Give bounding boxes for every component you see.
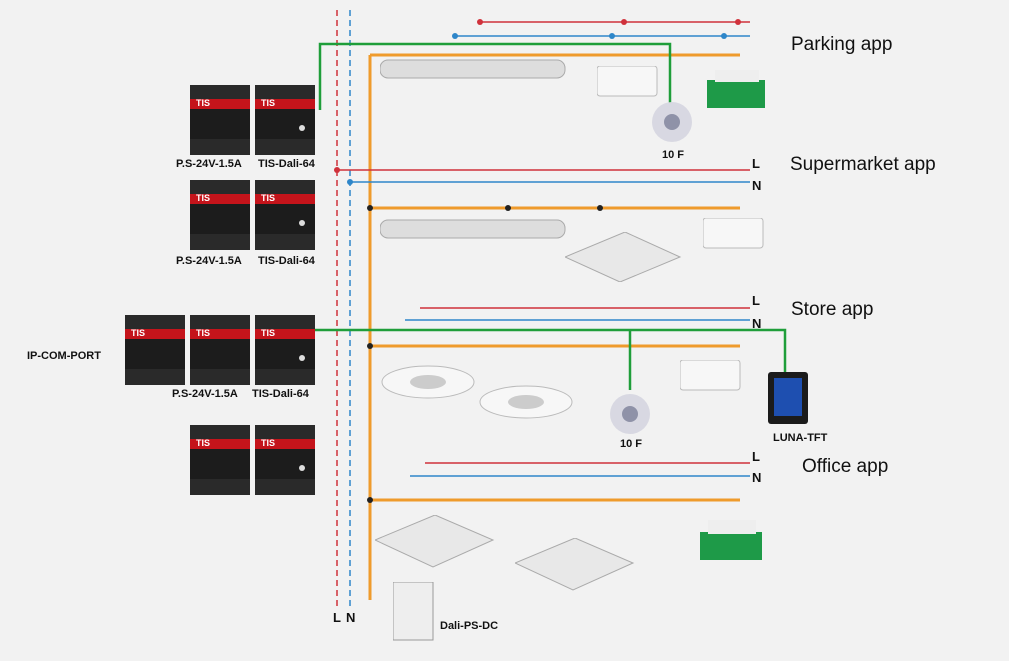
label-sensor-2: 10 F (620, 438, 643, 450)
exit-sign-1 (707, 70, 765, 108)
ps-module-4: TIS (190, 425, 250, 495)
sensor-2 (610, 394, 650, 434)
emergency-box-2 (703, 218, 764, 249)
neutral-label-super: N (752, 178, 762, 193)
emergency-box-3 (680, 360, 741, 391)
dali-ps-box (393, 582, 434, 641)
ps-module-2: TIS (190, 180, 250, 250)
louver-1 (565, 232, 682, 282)
downlight-2 (479, 385, 573, 419)
app-label-office: Office app (802, 456, 889, 477)
exit-sign-2 (700, 520, 762, 560)
label-ps-2: P.S-24V-1.5A (176, 255, 242, 267)
neutral-label-store: N (752, 316, 762, 331)
live-label-super: L (752, 156, 760, 171)
label-ps-3: P.S-24V-1.5A (172, 388, 238, 400)
dali-module-2: TIS (255, 180, 315, 250)
label-dali-ps: Dali-PS-DC (440, 620, 499, 632)
emergency-box-1 (597, 66, 658, 97)
label-ps-1: P.S-24V-1.5A (176, 158, 242, 170)
label-dali-1: TIS-Dali-64 (258, 158, 315, 170)
louver-3 (515, 538, 635, 591)
downlight-1 (381, 365, 475, 399)
sensor-1 (652, 102, 692, 142)
dali-module-4: TIS (255, 425, 315, 495)
dali-module-1: TIS (255, 85, 315, 155)
app-label-store: Store app (791, 299, 874, 320)
app-label-parking: Parking app (791, 34, 893, 55)
label-luna: LUNA-TFT (773, 432, 828, 444)
ps-module-3: TIS (190, 315, 250, 385)
dali-module-3: TIS (255, 315, 315, 385)
label-ipcom: IP-COM-PORT (27, 350, 101, 362)
live-label-store: L (752, 293, 760, 308)
network-line-top (318, 42, 672, 110)
ipcom-module: TIS (125, 315, 185, 385)
luna-panel (768, 372, 808, 424)
neutral-label-office: N (752, 470, 762, 485)
app-label-supermarket: Supermarket app (790, 154, 936, 175)
tube-light-2 (380, 219, 566, 239)
live-label-main: L (333, 610, 341, 625)
label-dali-2: TIS-Dali-64 (258, 255, 315, 267)
label-sensor-1: 10 F (662, 149, 685, 161)
live-label-office: L (752, 449, 760, 464)
label-dali-3: TIS-Dali-64 (252, 388, 309, 400)
ps-module-1: TIS (190, 85, 250, 155)
neutral-label-main: N (346, 610, 356, 625)
louver-2 (375, 515, 495, 568)
network-line-store (315, 328, 787, 375)
tube-light-1 (380, 59, 566, 79)
